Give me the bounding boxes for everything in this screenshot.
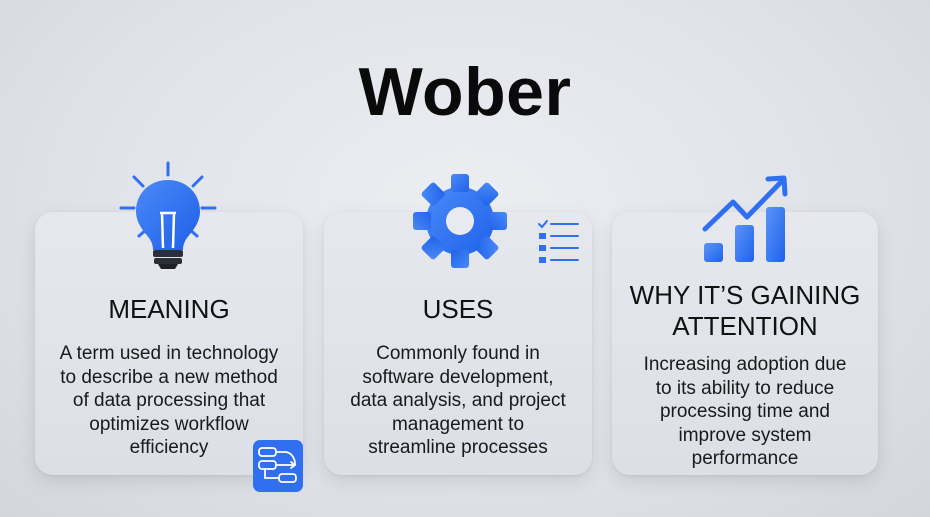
card-body: A term used in technology to describe a …	[41, 342, 297, 460]
page-title: Wober	[358, 54, 572, 130]
body-line: to its ability to reduce	[655, 377, 835, 399]
heading-line: WHY IT’S GAINING	[629, 280, 861, 310]
card-heading: MEANING	[108, 294, 230, 324]
lightbulb-icon	[119, 161, 217, 269]
attention-card: WHY IT’S GAINING ATTENTION Increasing ad…	[612, 212, 878, 475]
body-line: Commonly found in	[376, 343, 540, 364]
body-line: A term used in technology	[59, 343, 279, 364]
body-line: to describe a new method	[60, 366, 278, 388]
body-line: data analysis, and project	[350, 390, 566, 411]
heading-line: ATTENTION	[672, 311, 818, 341]
card-heading: WHY IT’S GAINING ATTENTION	[612, 280, 878, 342]
body-line: efficiency	[129, 437, 209, 458]
body-line: performance	[691, 448, 799, 469]
card-heading: USES	[422, 294, 494, 324]
body-line: processing time and	[659, 401, 831, 422]
gear-icon	[413, 174, 507, 268]
card-body: Commonly found in software development, …	[330, 342, 586, 460]
body-line: of data processing that	[72, 390, 266, 411]
body-line: optimizes workflow	[89, 413, 249, 435]
card-body: Increasing adoption due to its ability t…	[618, 353, 872, 471]
growth-chart-icon	[702, 175, 788, 262]
workflow-diagram-icon	[253, 440, 303, 492]
body-line: management to	[391, 413, 525, 435]
body-line: improve system	[678, 424, 812, 446]
body-line: software development,	[362, 366, 554, 388]
body-line: streamline processes	[368, 437, 548, 458]
checklist-icon	[538, 220, 579, 263]
body-line: Increasing adoption due	[643, 354, 847, 375]
